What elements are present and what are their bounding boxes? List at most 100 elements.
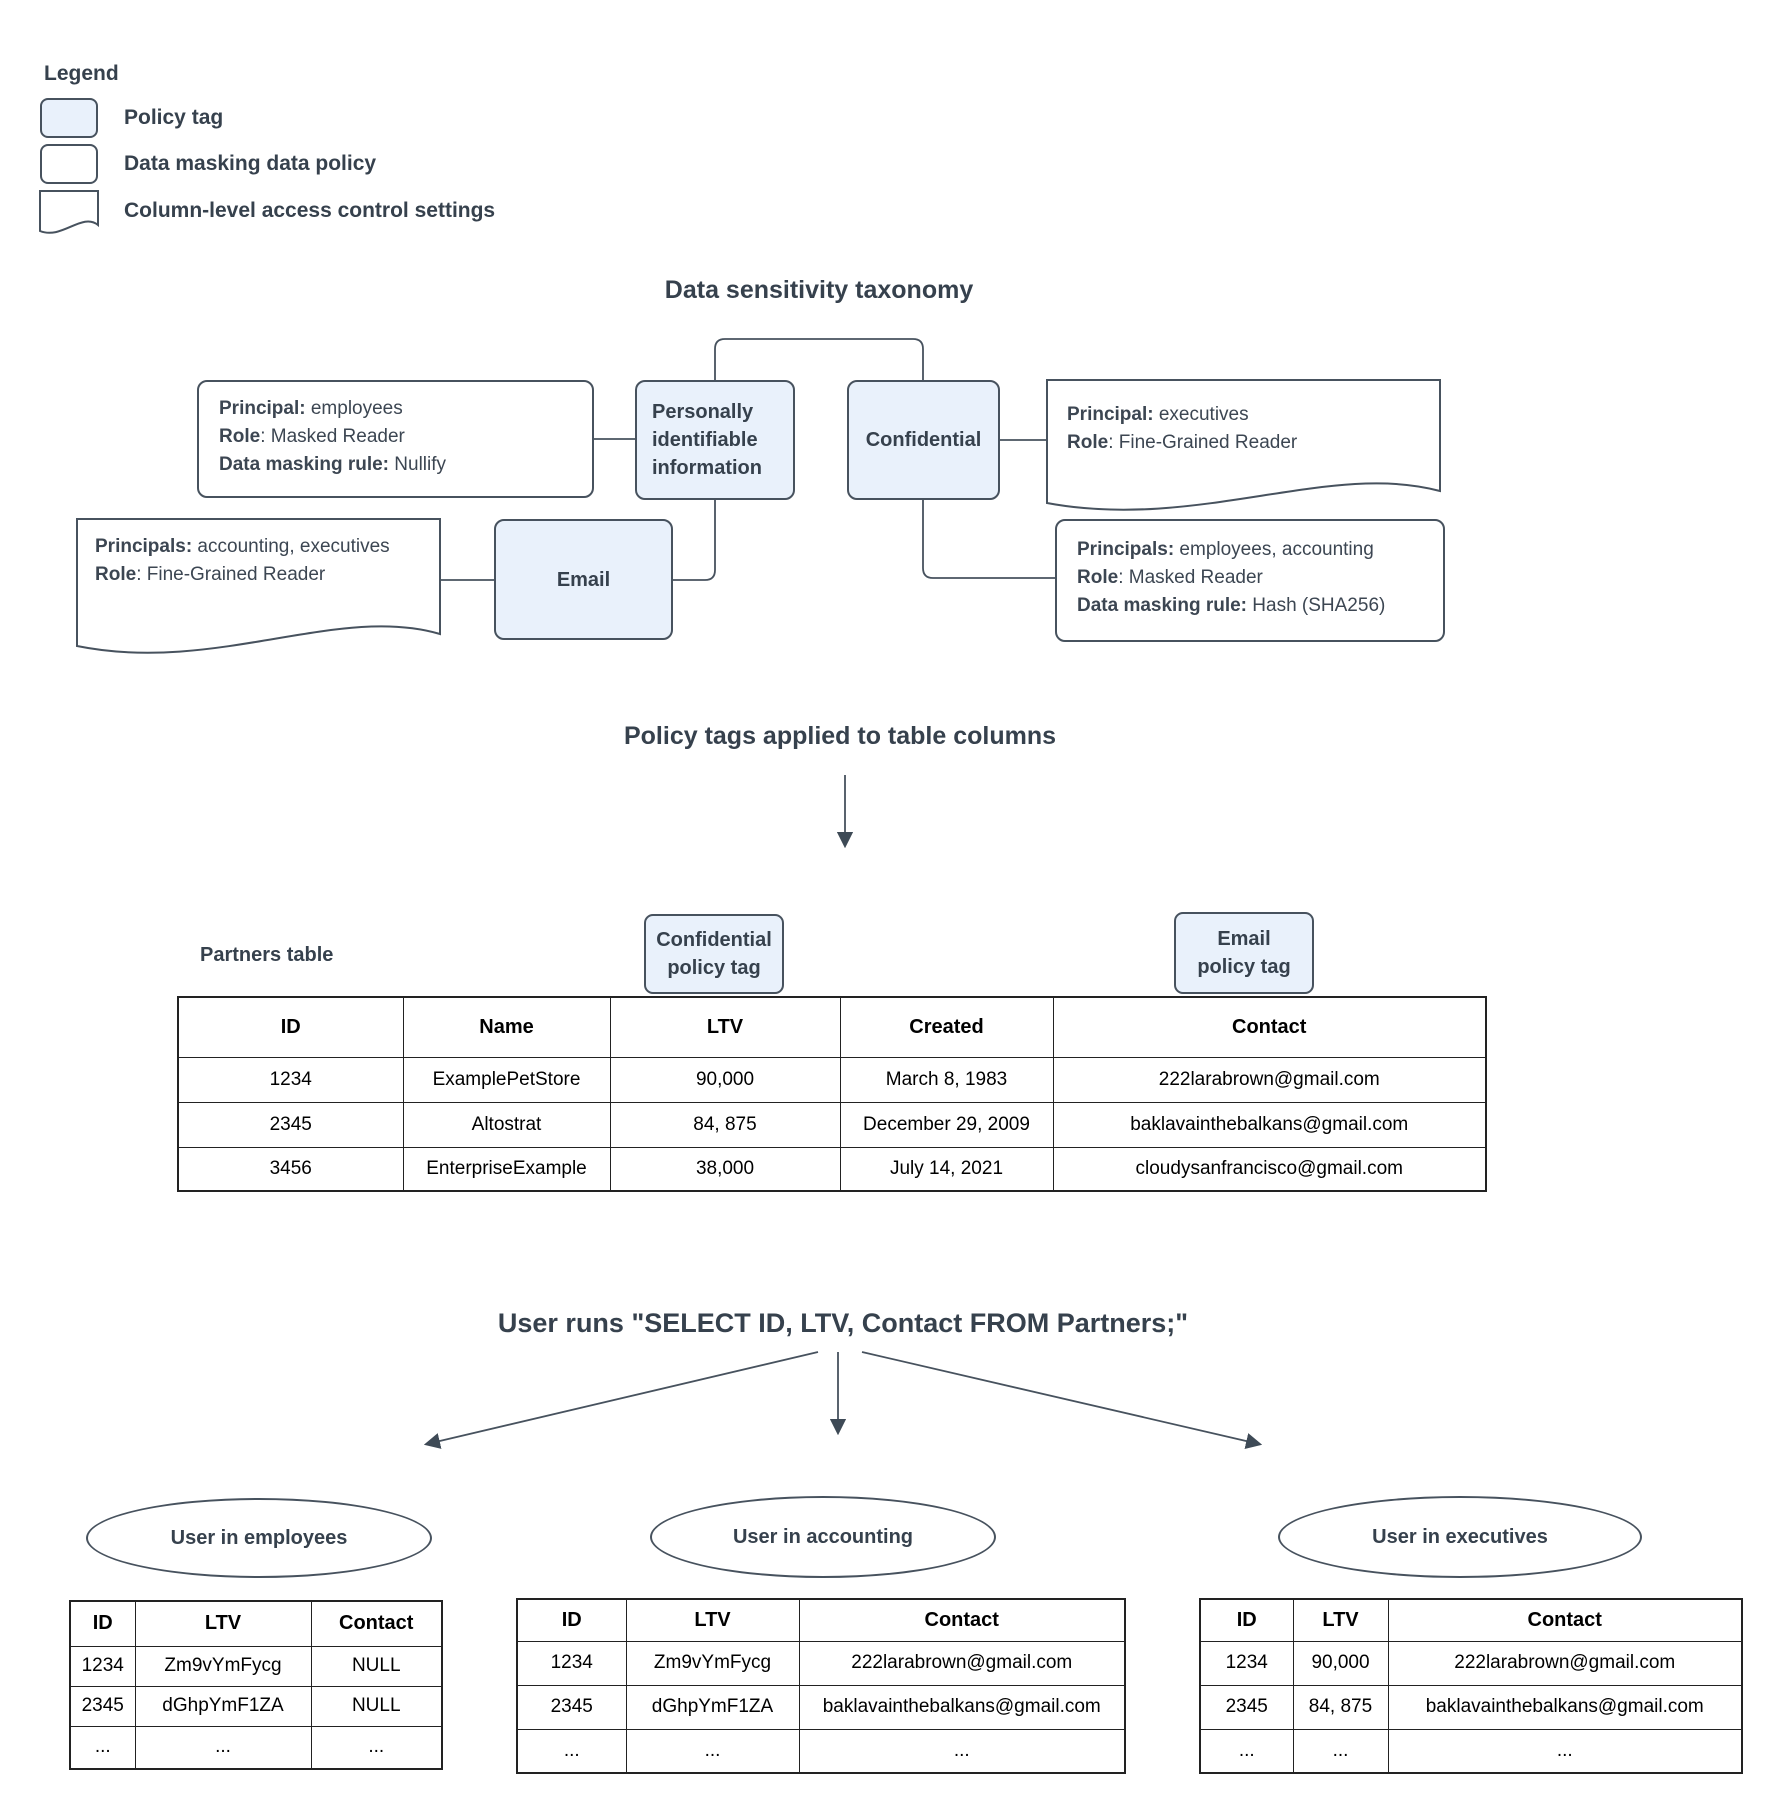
confidential-policy-tag-badge: Confidential policy tag	[644, 914, 784, 994]
column-header: Name	[402, 996, 611, 1058]
policy-label: Role	[219, 426, 261, 447]
node-pii: Personally identifiable information	[635, 380, 795, 500]
table-cell: 1234	[177, 1056, 404, 1103]
table-row: ... ... ...	[69, 1725, 443, 1770]
table-row: 2345 Altostrat 84, 875 December 29, 2009…	[177, 1101, 1487, 1148]
table-cell: ...	[1199, 1728, 1294, 1774]
policy-label: Principal:	[219, 398, 306, 419]
column-header: ID	[177, 996, 404, 1058]
column-header: LTV	[609, 996, 841, 1058]
table-cell: ExamplePetStore	[402, 1056, 611, 1103]
node-confidential: Confidential	[847, 380, 1000, 500]
column-header: ID	[516, 1598, 627, 1642]
column-header: LTV	[1292, 1598, 1389, 1642]
policy-value: Hash (SHA256)	[1247, 595, 1386, 616]
policy-label: Principals:	[1077, 539, 1175, 560]
fan-arrow-right-icon	[861, 1351, 1263, 1449]
table-row: 1234 ExamplePetStore 90,000 March 8, 198…	[177, 1056, 1487, 1103]
legend-access-settings-swatch	[39, 190, 99, 234]
access-settings-shape-email	[76, 518, 441, 654]
table-cell: 90,000	[609, 1056, 841, 1103]
table-cell: 38,000	[609, 1146, 841, 1192]
table-cell: July 14, 2021	[839, 1146, 1054, 1192]
table-cell: 1234	[516, 1640, 627, 1686]
policy-label: Role	[1067, 432, 1109, 453]
table-cell: 222larabrown@gmail.com	[1387, 1640, 1743, 1686]
result-employees-ellipse: User in employees	[86, 1498, 432, 1578]
query-title: User runs "SELECT ID, LTV, Contact FROM …	[497, 1308, 1189, 1338]
column-header: ID	[1199, 1598, 1294, 1642]
table-cell: 84, 875	[609, 1101, 841, 1148]
taxonomy-title: Data sensitivity taxonomy	[664, 276, 974, 304]
policy-label: Principal:	[1067, 404, 1154, 425]
table-cell: dGhpYmF1ZA	[625, 1684, 800, 1730]
applied-section-title: Policy tags applied to table columns	[623, 722, 1057, 750]
table-cell: December 29, 2009	[839, 1101, 1054, 1148]
policy-label: Data masking rule:	[1077, 595, 1247, 616]
table-cell: 2345	[1199, 1684, 1294, 1730]
tag-line: Confidential	[656, 929, 772, 951]
partners-table-label: Partners table	[200, 944, 334, 966]
table-row: ... ... ...	[516, 1728, 1126, 1774]
table-cell: ...	[310, 1725, 443, 1770]
policy-label: Principals:	[95, 536, 193, 557]
access-email-text: Principals: accounting, executives Role:…	[95, 533, 390, 589]
connector-pii-to-email	[673, 500, 716, 581]
policy-value: : Fine-Grained Reader	[1108, 432, 1298, 453]
legend-item-access-control: Column-level access control settings	[124, 199, 496, 222]
legend-policy-tag-swatch	[40, 98, 98, 138]
table-row: 1234 Zm9vYmFycg NULL	[69, 1645, 443, 1687]
policy-hash-box: Principals: employees, accounting Role: …	[1055, 519, 1445, 642]
policy-value: executives	[1153, 404, 1249, 425]
table-cell: 84, 875	[1292, 1684, 1389, 1730]
table-cell: 222larabrown@gmail.com	[798, 1640, 1126, 1686]
table-cell: ...	[798, 1728, 1126, 1774]
result-executives-table: ID LTV Contact 1234 90,000 222larabrown@…	[1199, 1598, 1743, 1774]
policy-value: accounting, executives	[192, 536, 390, 557]
table-cell: dGhpYmF1ZA	[134, 1685, 312, 1727]
table-row: 1234 Zm9vYmFycg 222larabrown@gmail.com	[516, 1640, 1126, 1686]
table-cell: ...	[516, 1728, 627, 1774]
table-cell: 1234	[1199, 1640, 1294, 1686]
access-settings-shape-confidential	[1046, 379, 1441, 511]
table-cell: EnterpriseExample	[402, 1146, 611, 1192]
partners-table: ID Name LTV Created Contact 1234 Example…	[177, 996, 1487, 1192]
result-accounting-ellipse: User in accounting	[650, 1496, 996, 1578]
column-header: Contact	[310, 1600, 443, 1647]
table-cell: 1234	[69, 1645, 136, 1687]
table-cell: 222larabrown@gmail.com	[1052, 1056, 1487, 1103]
column-header: LTV	[625, 1598, 800, 1642]
legend-item-data-policy: Data masking data policy	[124, 152, 377, 175]
table-row: 1234 90,000 222larabrown@gmail.com	[1199, 1640, 1743, 1686]
policy-value: employees, accounting	[1174, 539, 1374, 560]
policy-label: Role	[95, 564, 137, 585]
result-employees-table: ID LTV Contact 1234 Zm9vYmFycg NULL 2345…	[69, 1600, 443, 1770]
result-accounting-table: ID LTV Contact 1234 Zm9vYmFycg 222larabr…	[516, 1598, 1126, 1774]
access-confidential-text: Principal: executives Role: Fine-Grained…	[1067, 401, 1297, 457]
table-cell: 3456	[177, 1146, 404, 1192]
column-header: Contact	[1052, 996, 1487, 1058]
table-cell: ...	[69, 1725, 136, 1770]
column-header: LTV	[134, 1600, 312, 1647]
tag-line: policy tag	[1197, 956, 1291, 978]
table-cell: ...	[134, 1725, 312, 1770]
table-cell: cloudysanfrancisco@gmail.com	[1052, 1146, 1487, 1192]
column-header: Created	[839, 996, 1054, 1058]
table-cell: 2345	[177, 1101, 404, 1148]
policy-value: : Masked Reader	[1118, 567, 1263, 588]
table-cell: baklavainthebalkans@gmail.com	[798, 1684, 1126, 1730]
table-cell: NULL	[310, 1645, 443, 1687]
policy-nullify-box: Principal: employees Role: Masked Reader…	[197, 380, 594, 498]
email-policy-tag-badge: Email policy tag	[1174, 912, 1314, 994]
table-row: 2345 dGhpYmF1ZA NULL	[69, 1685, 443, 1727]
table-cell: ...	[625, 1728, 800, 1774]
tag-line: Email	[1217, 928, 1271, 950]
tag-line: policy tag	[667, 957, 761, 979]
table-row: ... ... ...	[1199, 1728, 1743, 1774]
table-row: 2345 84, 875 baklavainthebalkans@gmail.c…	[1199, 1684, 1743, 1730]
table-row: 3456 EnterpriseExample 38,000 July 14, 2…	[177, 1146, 1487, 1192]
table-cell: Zm9vYmFycg	[134, 1645, 312, 1687]
table-cell: NULL	[310, 1685, 443, 1727]
